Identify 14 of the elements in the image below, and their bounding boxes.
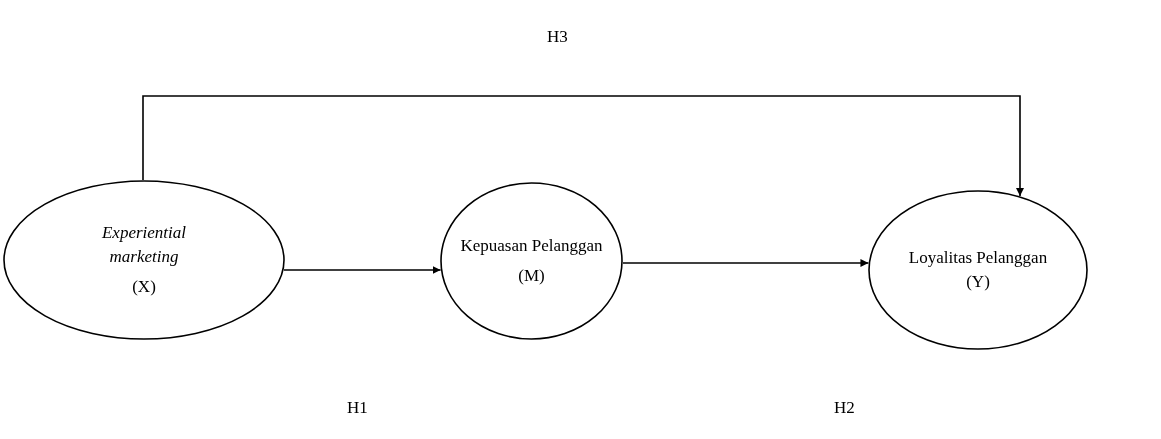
node-label: (M): [518, 265, 545, 287]
arrow: [283, 266, 442, 274]
node-label: Loyalitas Pelanggan (Y): [907, 247, 1049, 293]
arrow: [622, 259, 870, 267]
hypothesis-label: H3: [547, 27, 568, 47]
arrow: [142, 95, 1024, 197]
hypothesis-label: H1: [347, 398, 368, 418]
node-label: (X): [132, 276, 156, 298]
ellipse-node: [868, 190, 1088, 350]
ellipse-node: [3, 180, 285, 340]
hypothesis-label: H2: [834, 398, 855, 418]
node-label: Kepuasan Pelanggan: [460, 235, 603, 257]
ellipse-node: [440, 182, 623, 340]
node-label: Experiential marketing: [101, 222, 187, 268]
